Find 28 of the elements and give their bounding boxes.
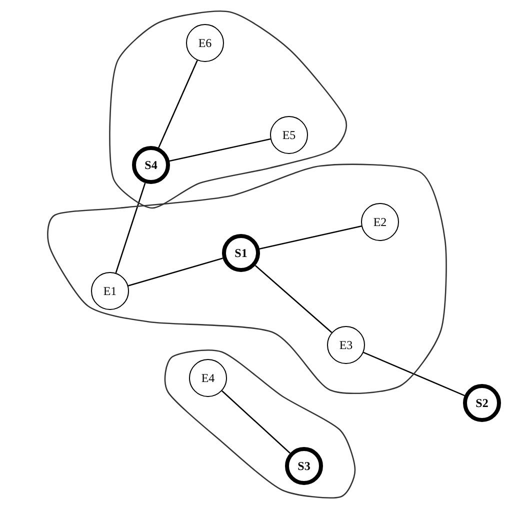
- connector-line: [115, 182, 146, 274]
- node-label: E6: [198, 36, 212, 50]
- node-label: E2: [373, 214, 387, 230]
- thick-circle-node: [222, 234, 260, 272]
- node-label: S1: [234, 246, 248, 260]
- connector-line: [169, 138, 271, 162]
- circle-node: [186, 24, 224, 62]
- connector-line: [222, 390, 290, 454]
- circle-node: [91, 272, 129, 310]
- node-label: E5: [282, 128, 296, 142]
- connector-line: [363, 352, 465, 396]
- node-label: E1: [103, 284, 117, 298]
- thick-circle-node: [463, 384, 501, 422]
- circle-node: [361, 203, 399, 241]
- circle-node: [270, 116, 308, 154]
- node-label: S2: [476, 396, 488, 410]
- node-label: S3: [298, 458, 310, 474]
- node-label: S4: [144, 158, 158, 172]
- connector-line: [158, 60, 198, 148]
- node-label: E3: [339, 338, 353, 352]
- thick-circle-node: [132, 146, 170, 184]
- circle-node: [327, 326, 365, 364]
- circle-node: [189, 359, 227, 397]
- thick-circle-node: [285, 447, 323, 485]
- connector-line: [128, 258, 223, 286]
- node-label: E4: [201, 370, 215, 386]
- connector-line: [254, 265, 332, 333]
- connector-line: [259, 226, 362, 250]
